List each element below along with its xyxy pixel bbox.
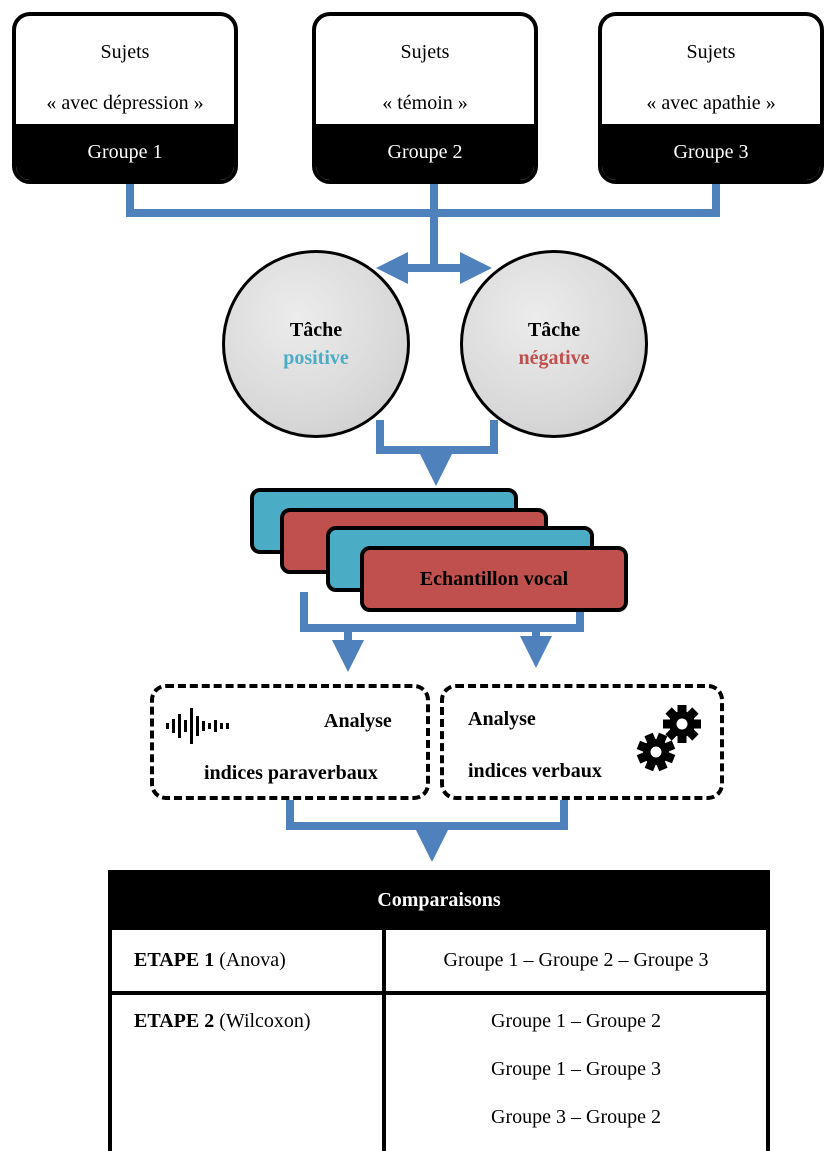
- step1-comparison: Groupe 1 – Groupe 2 – Groupe 3: [443, 949, 709, 971]
- step1-method: (Anova): [214, 949, 286, 971]
- group-1-label: Groupe 1: [16, 124, 234, 180]
- group-2-subject-label: Sujets: [400, 41, 450, 63]
- task-positive-valence: positive: [283, 347, 349, 369]
- step1-label: ETAPE 1: [134, 949, 215, 971]
- group-box-2: Sujets « témoin » Groupe 2: [312, 12, 538, 184]
- group-3-subject-label: Sujets: [686, 41, 736, 63]
- verbal-title: Analyse: [468, 708, 536, 730]
- tasks-merge-line: [376, 420, 498, 454]
- task-positive-word: Tâche: [289, 319, 343, 341]
- group-1-description: « avec dépression »: [46, 92, 204, 114]
- group-3-description: « avec apathie »: [646, 92, 776, 114]
- step2-method: (Wilcoxon): [214, 1010, 311, 1032]
- group-box-3: Sujets « avec apathie » Groupe 3: [598, 12, 824, 184]
- groups-merge-line: [126, 184, 720, 217]
- step2-cell: ETAPE 2 (Wilcoxon): [134, 1010, 311, 1033]
- task-positive-circle: Tâche positive: [222, 250, 410, 438]
- group-box-1: Sujets « avec dépression » Groupe 1: [12, 12, 238, 184]
- analysis-verbal-box: Analyse indices verbaux: [440, 684, 724, 800]
- group-2-description: « témoin »: [382, 92, 468, 114]
- group-2-label: Groupe 2: [316, 124, 534, 180]
- sound-wave-icon: [166, 708, 229, 744]
- step2-label: ETAPE 2: [134, 1010, 215, 1032]
- step1-cell: ETAPE 1 (Anova): [134, 949, 286, 972]
- sample-card-negative-2: Echantillon vocal: [360, 546, 628, 612]
- group-3-label: Groupe 3: [602, 124, 820, 180]
- task-negative-word: Tâche: [527, 319, 581, 341]
- task-negative-circle: Tâche négative: [460, 250, 648, 438]
- step2-comparison-2: Groupe 1 – Groupe 3: [491, 1058, 661, 1080]
- gears-icon: [636, 705, 701, 772]
- paraverbal-title: Analyse: [324, 710, 392, 732]
- step2-comparison-1: Groupe 1 – Groupe 2: [491, 1010, 661, 1032]
- task-negative-valence: négative: [518, 347, 590, 369]
- comparisons-table: Comparaisons ETAPE 1 (Anova) Groupe 1 – …: [108, 870, 770, 1151]
- group-1-subject-label: Sujets: [100, 41, 150, 63]
- sample-label: Echantillon vocal: [419, 567, 569, 590]
- table-column-divider: [382, 930, 386, 1151]
- verbal-subtitle: indices verbaux: [468, 760, 602, 782]
- paraverbal-subtitle: indices paraverbaux: [204, 762, 378, 784]
- table-row-divider: [112, 991, 766, 995]
- step2-comparison-3: Groupe 3 – Groupe 2: [491, 1106, 661, 1128]
- analysis-paraverbal-box: Analyse indices paraverbaux: [150, 684, 430, 800]
- analyses-merge-line: [286, 800, 568, 830]
- comparisons-header: Comparaisons: [112, 870, 766, 930]
